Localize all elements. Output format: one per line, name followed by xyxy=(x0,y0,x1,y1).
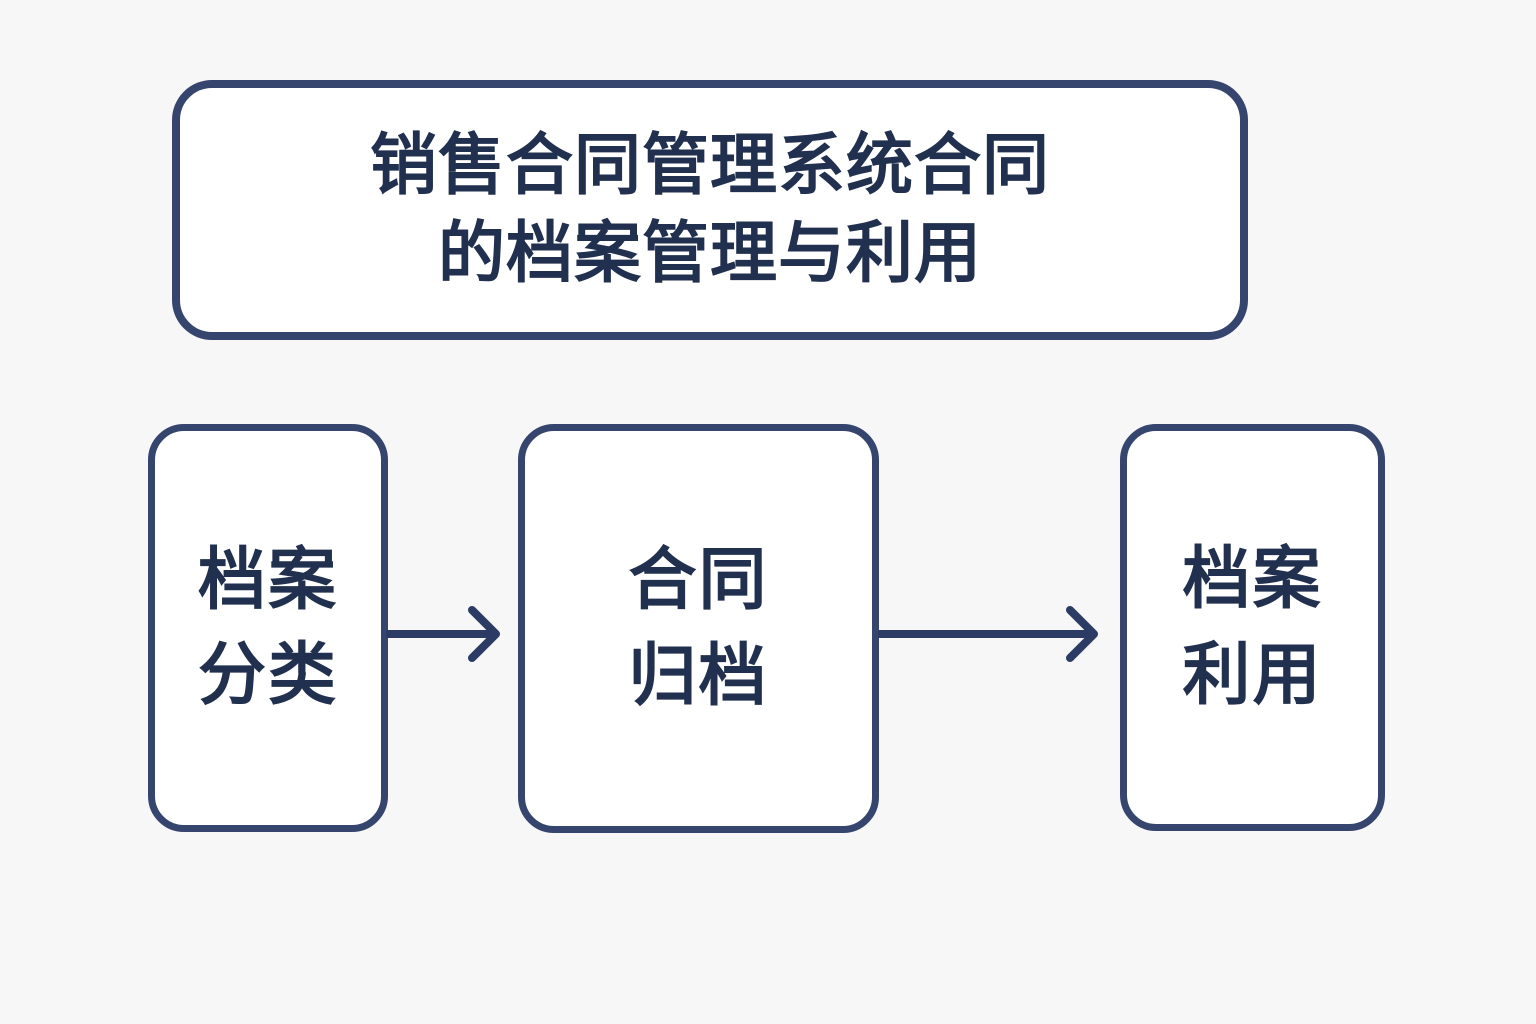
arrow-right-icon-1 xyxy=(386,595,512,673)
arrow-right-icon-2 xyxy=(878,595,1112,673)
flow-step-2-line-1: 合同 xyxy=(628,542,769,619)
flow-step-1-line-2: 分类 xyxy=(197,637,338,713)
flow-step-3-line-2: 利用 xyxy=(1182,636,1323,713)
flow-step-archive-classification[interactable]: 档案 分类 xyxy=(148,424,388,832)
flow-step-1-line-1: 档案 xyxy=(197,541,338,618)
diagram-title-line-2: 的档案管理与利用 xyxy=(438,216,982,291)
diagram-title-box: 销售合同管理系统合同 的档案管理与利用 xyxy=(172,80,1248,340)
diagram-title-line-1: 销售合同管理系统合同 xyxy=(370,127,1050,203)
flow-step-3-line-1: 档案 xyxy=(1182,541,1323,618)
flow-step-contract-filing[interactable]: 合同 归档 xyxy=(518,424,879,833)
flow-step-archive-utilization[interactable]: 档案 利用 xyxy=(1120,424,1385,831)
flow-step-2-line-2: 归档 xyxy=(628,637,769,714)
